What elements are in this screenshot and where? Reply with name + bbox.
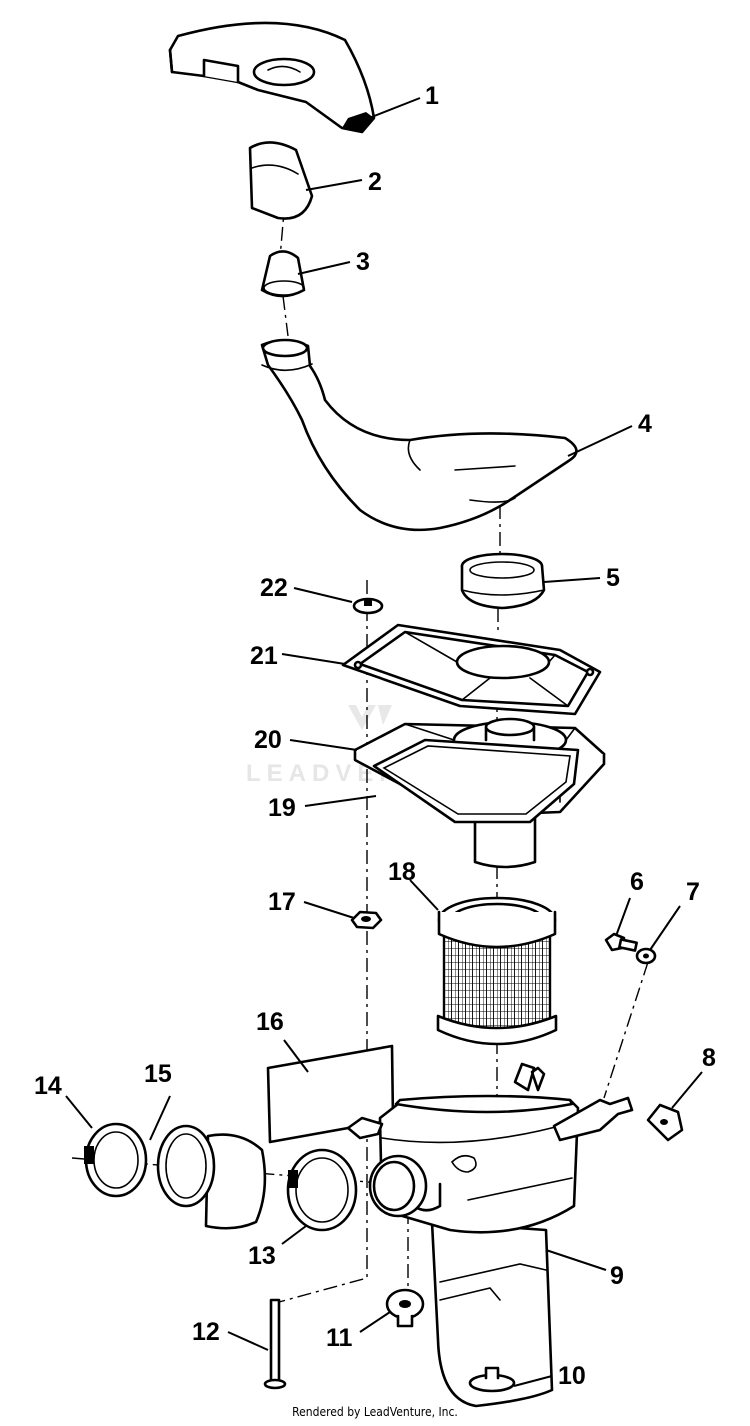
part-21-lid-plate xyxy=(341,623,602,716)
callout-9: 9 xyxy=(610,1262,624,1290)
part-10-drain-plug xyxy=(468,1366,516,1393)
callout-labels: 1 2 3 4 5 6 7 8 9 10 11 12 13 14 15 16 1… xyxy=(34,82,716,1390)
callout-3: 3 xyxy=(356,248,370,276)
part-17-nut xyxy=(350,910,383,930)
callout-5: 5 xyxy=(606,564,620,592)
callout-15: 15 xyxy=(144,1060,172,1088)
part-15-coupling xyxy=(156,1124,267,1230)
callout-11: 11 xyxy=(326,1324,353,1352)
part-11-drain-valve xyxy=(385,1288,425,1328)
callout-1: 1 xyxy=(425,82,439,110)
part-6-bolt xyxy=(604,932,638,952)
part-18-filter xyxy=(436,896,558,1046)
callout-22: 22 xyxy=(260,574,288,602)
part-5-coupler xyxy=(460,552,546,610)
callout-19: 19 xyxy=(268,794,296,822)
callout-14: 14 xyxy=(34,1072,62,1100)
callout-17: 17 xyxy=(268,888,296,916)
part-14-hose-clamp xyxy=(84,1122,148,1198)
part-1-top-cover xyxy=(168,21,376,134)
callout-2: 2 xyxy=(368,168,382,196)
part-7-washer xyxy=(635,947,657,965)
leader-lines xyxy=(65,97,703,1387)
callout-20: 20 xyxy=(254,726,282,754)
part-12-bolt xyxy=(263,1298,287,1390)
callout-7: 7 xyxy=(686,878,700,906)
part-9-air-box xyxy=(346,1062,634,1408)
callout-10: 10 xyxy=(558,1362,586,1390)
part-3-cap xyxy=(260,250,306,298)
callout-21: 21 xyxy=(250,642,278,670)
callout-8: 8 xyxy=(702,1044,716,1072)
callout-16: 16 xyxy=(256,1008,284,1036)
callout-12: 12 xyxy=(192,1318,220,1346)
render-credit: Rendered by LeadVenture, Inc. xyxy=(292,1405,458,1419)
part-22-screw xyxy=(352,597,384,615)
callout-18: 18 xyxy=(388,858,416,886)
callout-6: 6 xyxy=(630,868,644,896)
part-8-clip-nut xyxy=(646,1103,684,1142)
part-13-hose-clamp xyxy=(286,1148,358,1232)
callout-13: 13 xyxy=(248,1242,276,1270)
part-2-boot xyxy=(248,141,314,220)
callout-4: 4 xyxy=(638,410,652,438)
part-4-intake-duct xyxy=(260,338,578,532)
part-19-gasket xyxy=(372,738,580,824)
